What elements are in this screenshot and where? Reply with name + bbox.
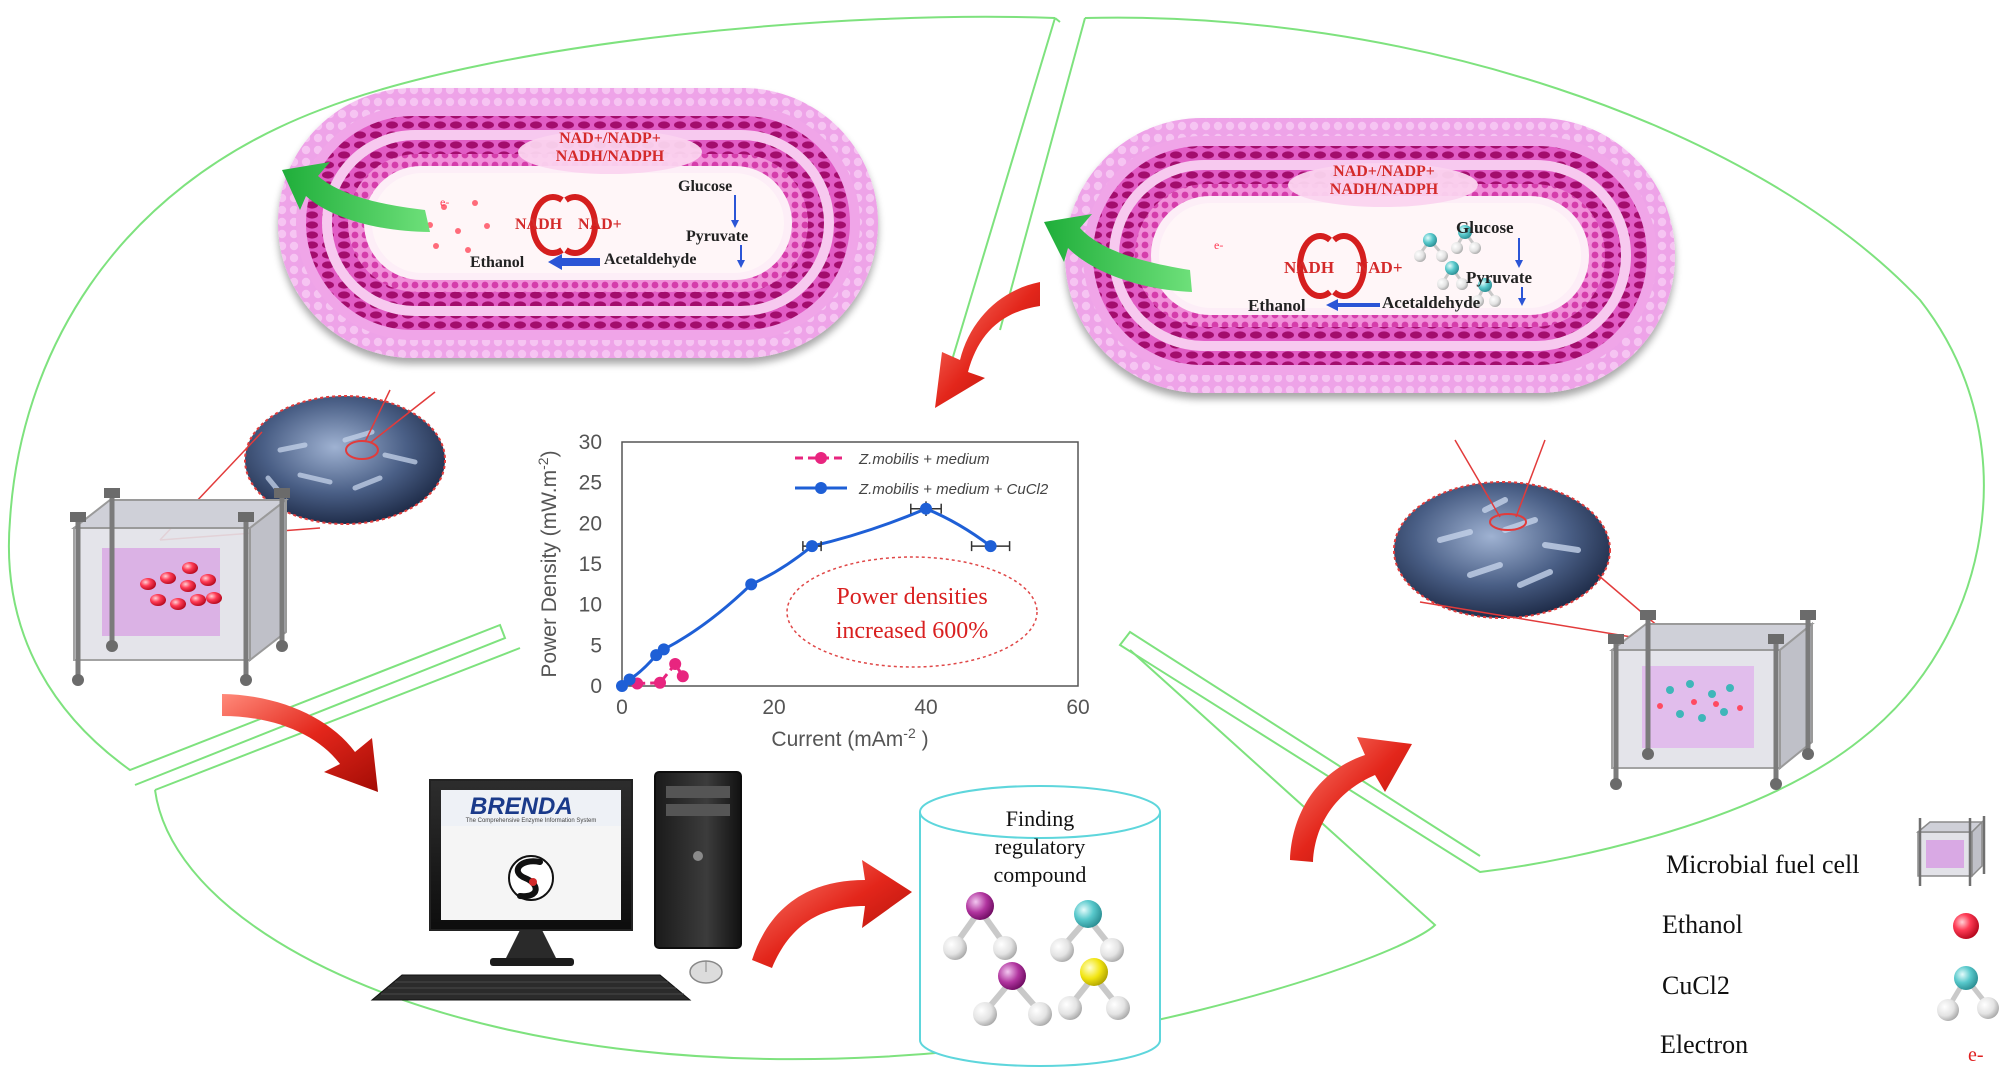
chart-plot-frame bbox=[621, 441, 1079, 687]
regulatory-compound-database bbox=[919, 785, 1161, 1067]
y-tick-label: 20 bbox=[579, 512, 602, 535]
left-cofactor-line2: NADH/NADPH bbox=[555, 148, 665, 165]
x-tick-label: 40 bbox=[914, 696, 937, 719]
left-bacterium-cell bbox=[278, 88, 878, 358]
x-axis-label: Current (mAm-2 ) bbox=[771, 725, 928, 751]
annotation-line1: Power densities bbox=[836, 584, 987, 610]
right-acetaldehyde-label: Acetaldehyde bbox=[1382, 293, 1481, 312]
database-label-line3: compound bbox=[993, 862, 1087, 887]
annotation-ellipse bbox=[786, 556, 1038, 668]
series-line-2 bbox=[621, 507, 992, 688]
legend-marker-cucl2 bbox=[815, 482, 827, 494]
arrow-cell-to-chart bbox=[935, 282, 1040, 408]
legend-cucl2-label: CuCl2 bbox=[1662, 971, 1730, 1000]
legend-cucl2-icon bbox=[1937, 966, 1999, 1021]
legend-electron-label: Electron bbox=[1660, 1030, 1749, 1059]
outline-left-region bbox=[7, 15, 1056, 786]
process-outline bbox=[7, 15, 1985, 1061]
right-cofactor-line1: NAD+/NADP+ bbox=[1333, 163, 1435, 180]
left-cofactor-line1: NAD+/NADP+ bbox=[559, 130, 661, 147]
outline-bottom-region bbox=[154, 649, 1437, 1061]
x-tick-label: 0 bbox=[616, 696, 628, 719]
right-bacterium-cell bbox=[1065, 118, 1675, 393]
brenda-app-name: BRENDA bbox=[470, 793, 573, 820]
y-axis-label: Power Density (mW.m-2) bbox=[535, 450, 561, 677]
data-point bbox=[657, 643, 670, 656]
right-sem-inset bbox=[1393, 439, 1681, 646]
left-electron-arrow bbox=[282, 162, 430, 232]
left-cell-pathway bbox=[427, 130, 745, 270]
brenda-logo-icon bbox=[508, 855, 554, 901]
right-glucose-label: Glucose bbox=[1456, 218, 1514, 237]
y-tick-label: 0 bbox=[590, 675, 602, 698]
legend-fuel-cell-icon bbox=[1915, 816, 1986, 886]
y-tick-label: 10 bbox=[579, 594, 602, 617]
legend-label-medium: Z.mobilis + medium bbox=[858, 451, 989, 468]
legend-label-cucl2: Z.mobilis + medium + CuCl2 bbox=[858, 481, 1049, 498]
arrow-computer-to-database bbox=[752, 860, 912, 968]
right-fuel-cell bbox=[1608, 610, 1816, 790]
data-point bbox=[676, 670, 689, 683]
right-nad-label: NAD+ bbox=[1356, 258, 1403, 277]
y-tick-label: 5 bbox=[590, 634, 602, 657]
left-nad-label: NAD+ bbox=[578, 216, 622, 233]
legend-electron-symbol: e- bbox=[1968, 1044, 1984, 1066]
outline-right-region bbox=[1084, 16, 1985, 874]
annotation-line2: increased 600% bbox=[836, 618, 989, 644]
y-tick-label: 25 bbox=[579, 472, 602, 495]
right-pyruvate-label: Pyruvate bbox=[1466, 268, 1533, 287]
left-nadh-label: NADH bbox=[515, 216, 563, 233]
left-fuel-cell bbox=[70, 488, 290, 686]
arrow-database-to-cell bbox=[1290, 737, 1412, 862]
right-cell-pathway bbox=[1288, 163, 1526, 311]
database-label-line2: regulatory bbox=[994, 834, 1086, 859]
right-electron-label: e- bbox=[1214, 238, 1224, 252]
x-tick-label: 20 bbox=[762, 696, 785, 719]
right-electron-arrow bbox=[1044, 214, 1192, 292]
legend-fuel-cell-label: Microbial fuel cell bbox=[1666, 850, 1860, 879]
cell-cucl2-molecules bbox=[1414, 225, 1501, 307]
data-point bbox=[920, 502, 932, 515]
arrow-fuelcell-to-computer bbox=[222, 694, 378, 792]
left-ethanol-label: Ethanol bbox=[470, 254, 525, 271]
brenda-computer bbox=[370, 771, 742, 1001]
y-tick-label: 15 bbox=[579, 553, 602, 576]
x-tick-label: 60 bbox=[1066, 696, 1089, 719]
legend-ethanol-label: Ethanol bbox=[1662, 910, 1743, 939]
left-pyruvate-label: Pyruvate bbox=[686, 228, 749, 245]
data-point bbox=[669, 658, 682, 671]
left-glucose-label: Glucose bbox=[678, 178, 733, 195]
y-tick-label: 30 bbox=[579, 431, 602, 454]
legend-ethanol-icon bbox=[1953, 913, 1979, 939]
right-ethanol-label: Ethanol bbox=[1248, 296, 1306, 315]
data-point bbox=[623, 673, 636, 686]
legend-marker-medium bbox=[815, 452, 827, 464]
right-nadh-label: NADH bbox=[1284, 258, 1335, 277]
data-point bbox=[984, 540, 997, 553]
data-point bbox=[806, 540, 818, 553]
data-point bbox=[745, 578, 758, 591]
database-label-line1: Finding bbox=[1005, 806, 1075, 831]
right-cofactor-line2: NADH/NADPH bbox=[1329, 181, 1439, 198]
brenda-app-subtitle: The Comprehensive Enzyme Information Sys… bbox=[465, 818, 597, 824]
left-electron-label: e- bbox=[440, 195, 450, 209]
left-acetaldehyde-label: Acetaldehyde bbox=[604, 251, 697, 268]
series-line-1 bbox=[637, 661, 685, 686]
data-point bbox=[654, 676, 666, 689]
